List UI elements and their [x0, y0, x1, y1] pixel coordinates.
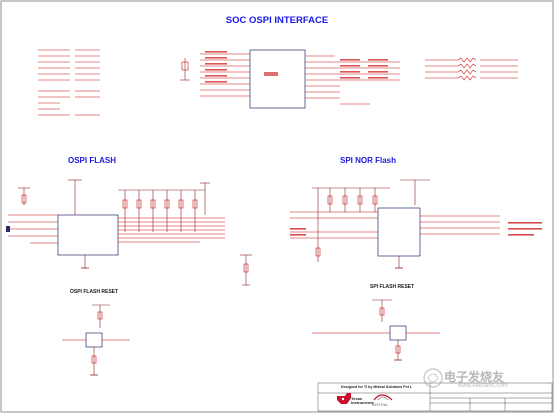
spi-nor-power	[312, 179, 430, 262]
designed-for-label: Designed for TI by Mistral Solutions Pvt…	[341, 385, 413, 389]
ospi-flash-power	[18, 179, 210, 215]
title-spi-flash-reset: SPI FLASH RESET	[370, 284, 415, 290]
elecfans-logo-icon	[423, 368, 443, 388]
title-spi-nor-flash: SPI NOR Flash	[340, 156, 397, 165]
title-block	[317, 382, 553, 412]
ospi-reset-circuit	[62, 304, 130, 376]
ti-name-line2: Instruments	[351, 400, 374, 405]
ospi-flash-aux	[240, 254, 252, 286]
soc-ospi-left-netlabels	[38, 49, 100, 116]
soc-ospi-symbol	[200, 49, 400, 109]
ti-logo-icon	[337, 393, 351, 404]
soc-ospi-connector	[180, 58, 190, 81]
ospi-flash-chip	[6, 214, 225, 269]
ti-name: Texas Instruments	[351, 397, 374, 405]
soc-ospi-right-netlabels	[425, 57, 518, 81]
title-soc-ospi: SOC OSPI INTERFACE	[225, 15, 329, 26]
spi-reset-circuit	[312, 299, 440, 361]
title-ospi-flash: OSPI FLASH	[68, 156, 117, 165]
watermark-text: 电子发烧友	[444, 370, 505, 384]
spi-nor-chip	[290, 207, 542, 269]
ti-name-line1: Texas	[351, 396, 363, 401]
watermark-url: www.elecfans.com	[458, 383, 508, 389]
mistral-logo-icon	[373, 394, 393, 401]
mistral-name: MISTRAL	[372, 403, 389, 407]
title-ospi-flash-reset: OSPI FLASH RESET	[70, 289, 119, 295]
ospi-flash-pullups	[122, 190, 198, 232]
